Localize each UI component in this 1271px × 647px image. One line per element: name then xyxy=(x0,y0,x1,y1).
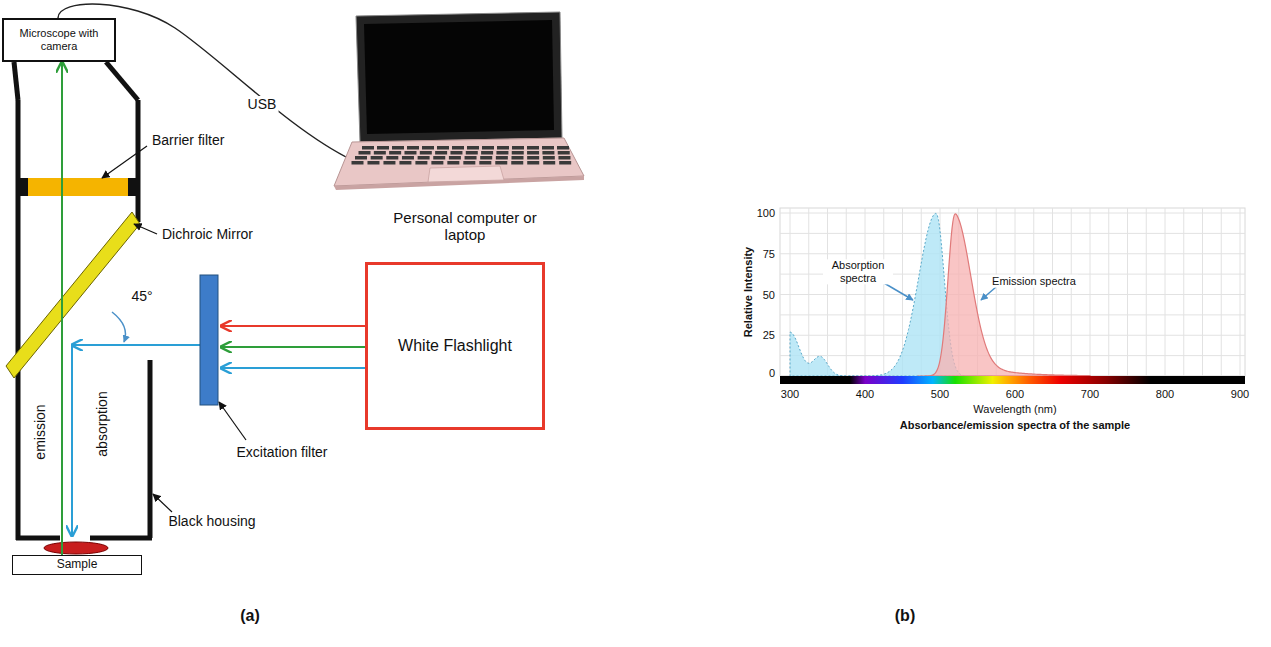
green-ray xyxy=(221,346,365,348)
axis-tick: 900 xyxy=(1229,388,1251,401)
axis-tick: 300 xyxy=(779,388,801,401)
node-label: Sample xyxy=(57,558,98,572)
excitation-filter xyxy=(200,275,218,405)
blue-ray xyxy=(221,367,365,369)
series-label: Emission spectra xyxy=(990,275,1078,288)
part-label: Excitation filter xyxy=(234,444,329,460)
sample-drop xyxy=(44,542,108,554)
panel-label: (b) xyxy=(893,607,917,625)
axis-tick: 100 xyxy=(755,207,777,220)
axis-title: Wavelength (nm) xyxy=(971,403,1058,416)
barrier-filter xyxy=(20,178,136,196)
computer-label: Personal computer or laptop xyxy=(383,209,547,244)
axis-tick: 800 xyxy=(1154,388,1176,401)
node-label: Microscope with camera xyxy=(4,27,114,52)
axis-tick: 25 xyxy=(761,329,777,342)
angle-arc xyxy=(112,312,126,342)
series-label: Absorption spectra xyxy=(823,259,893,284)
axis-title: Relative Intensity xyxy=(742,245,755,339)
leader-lines xyxy=(102,146,246,512)
camera-box: Microscope with camera xyxy=(2,18,116,62)
axis-tick: 75 xyxy=(761,247,777,260)
angle-label: 45° xyxy=(129,288,154,304)
axis-tick: 700 xyxy=(1079,388,1101,401)
axis-tick: 500 xyxy=(929,388,951,401)
panel-label: (a) xyxy=(238,607,262,625)
spectra-chart xyxy=(780,208,1245,384)
red-ray xyxy=(221,325,365,327)
chart-caption: Absorbance/emission spectra of the sampl… xyxy=(898,419,1132,432)
excitation-ray xyxy=(72,344,200,346)
emission-ray xyxy=(61,62,63,555)
sample-slide: Sample xyxy=(12,555,142,575)
laptop-picture xyxy=(334,12,584,190)
axis-tick: 400 xyxy=(854,388,876,401)
part-label: Dichroic Mirror xyxy=(160,226,255,242)
part-label: Barrier filter xyxy=(150,132,226,148)
axis-tick: 600 xyxy=(1004,388,1026,401)
axis-tick: 50 xyxy=(761,288,777,301)
axis-tick: 0 xyxy=(767,367,777,380)
flashlight-box: White Flashlight xyxy=(365,262,545,430)
cable-label: USB xyxy=(246,96,279,112)
ray-label: emission xyxy=(32,402,48,461)
part-label: Black housing xyxy=(166,513,257,529)
node-label: White Flashlight xyxy=(398,337,512,355)
ray-label: absorption xyxy=(94,389,110,458)
absorption-ray xyxy=(71,345,73,536)
